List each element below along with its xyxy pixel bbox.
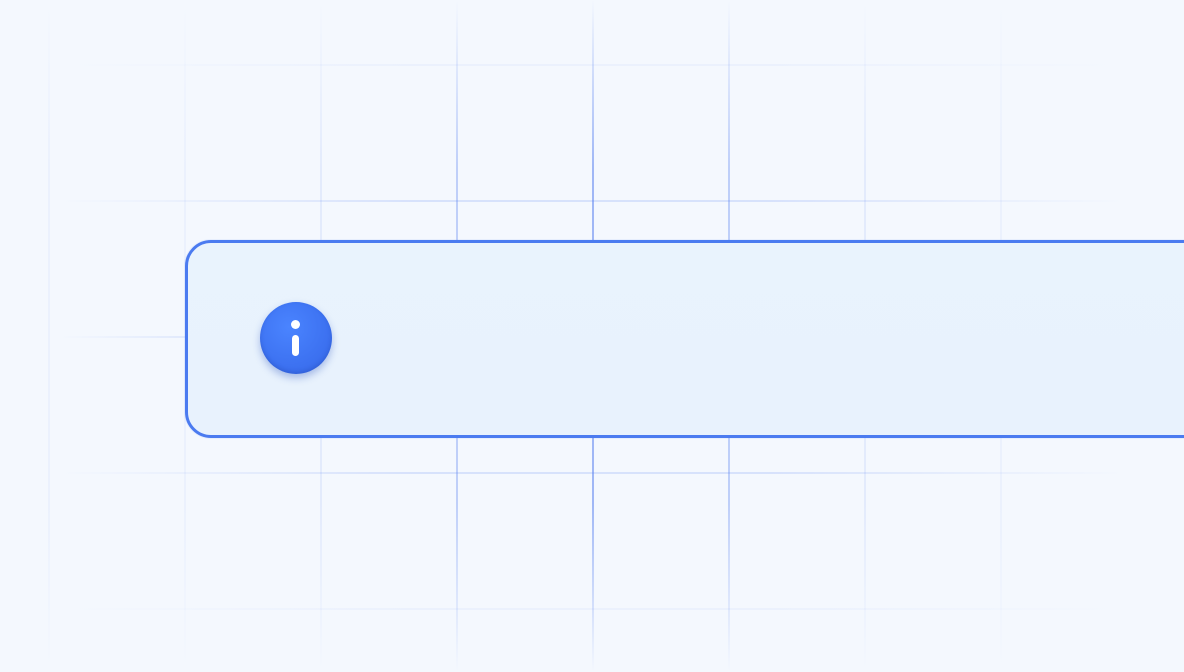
info-banner <box>185 240 1184 438</box>
grid-line-horizontal <box>0 472 1184 474</box>
grid-line-vertical <box>48 0 50 672</box>
grid-line-horizontal <box>0 200 1184 202</box>
info-icon-bar <box>292 335 299 356</box>
info-icon-dot <box>291 320 300 329</box>
grid-line-horizontal <box>0 608 1184 610</box>
info-icon <box>260 302 332 374</box>
grid-line-horizontal <box>0 64 1184 66</box>
